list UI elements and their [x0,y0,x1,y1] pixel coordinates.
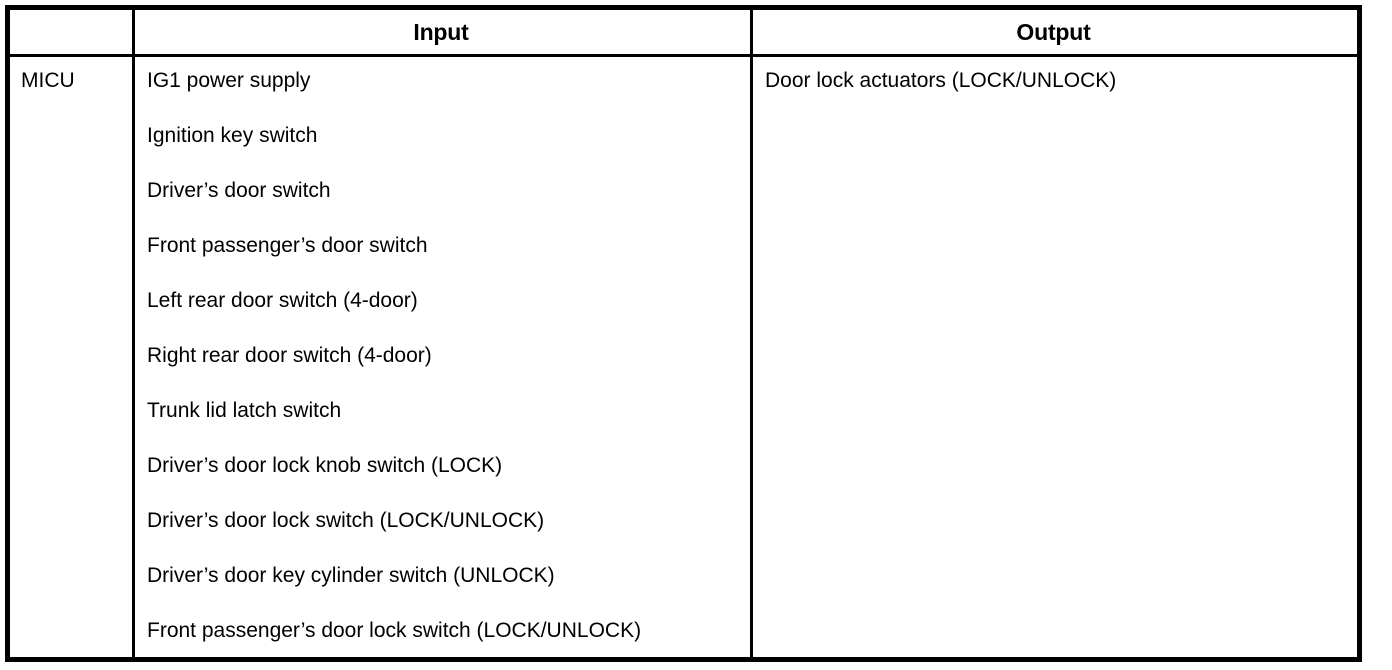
list-item: Driver’s door lock knob switch (LOCK) [147,454,503,477]
list-item: Ignition key switch [147,124,318,147]
header-cell-output: Output [1016,18,1091,45]
list-item: Driver’s door lock switch (LOCK/UNLOCK) [147,509,545,532]
list-item: Driver’s door key cylinder switch (UNLOC… [147,564,555,587]
output-item-list: Door lock actuators (LOCK/UNLOCK) [765,67,1357,95]
list-item: Left rear door switch (4-door) [147,289,418,312]
header-cell-input: Input [413,18,469,45]
list-item: Trunk lid latch switch [147,399,342,422]
input-item-list: IG1 power supply Ignition key switch Dri… [147,67,750,657]
input-output-table: Input Output MICU IG1 power supply Ignit… [5,5,1362,662]
body-cell-input: IG1 power supply Ignition key switch Dri… [135,57,750,657]
body-cell-output: Door lock actuators (LOCK/UNLOCK) [753,57,1357,657]
list-item: Front passenger’s door lock switch (LOCK… [147,619,642,642]
column-divider-2 [750,10,753,657]
list-item: Driver’s door switch [147,179,331,202]
list-item: Front passenger’s door switch [147,234,428,257]
module-name-micu: MICU [21,69,75,92]
list-item: Right rear door switch (4-door) [147,344,432,367]
table-header-row: Input Output [10,10,1357,57]
column-divider-1 [132,10,135,657]
header-cell-module [10,10,132,54]
list-item: IG1 power supply [147,69,311,92]
body-cell-module: MICU [10,57,132,657]
list-item: Door lock actuators (LOCK/UNLOCK) [765,69,1117,92]
